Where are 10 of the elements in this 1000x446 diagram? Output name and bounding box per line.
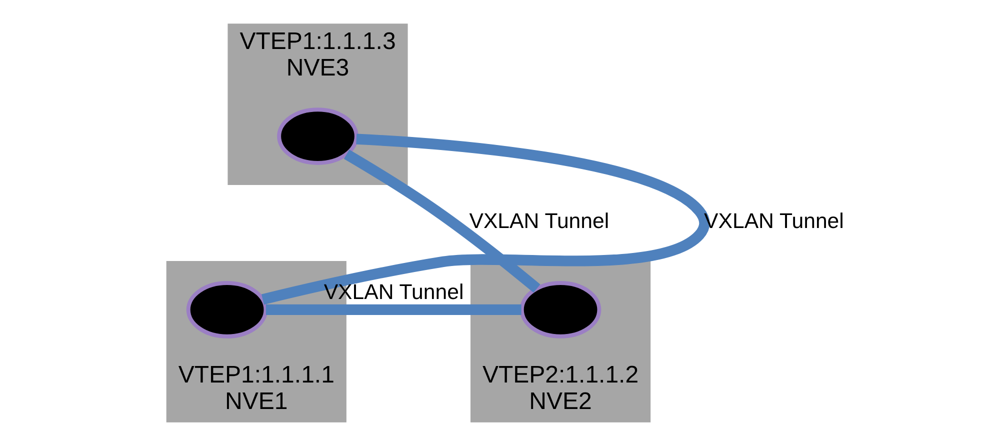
edge-label: VXLAN Tunnel — [323, 280, 464, 304]
connector — [260, 134, 709, 305]
node-ellipse — [519, 281, 601, 338]
connector — [265, 304, 521, 316]
connector — [343, 150, 540, 293]
node-ellipse — [276, 108, 358, 165]
node-ellipse — [186, 281, 268, 338]
cluster: VTEP1:1.1.1.3 NVE3 — [227, 24, 408, 185]
edge-label: VXLAN Tunnel — [468, 209, 609, 234]
cluster: VTEP2:1.1.1.2 NVE2 — [470, 261, 650, 422]
